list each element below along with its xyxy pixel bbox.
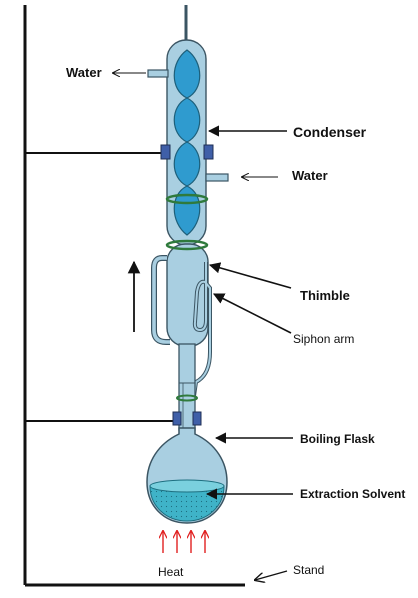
stand [23, 5, 245, 587]
stand-label: Stand [293, 563, 325, 577]
boiling-flask-label: Boiling Flask [300, 432, 375, 446]
condenser-label: Condenser [293, 124, 367, 140]
heat-arrows [163, 531, 205, 553]
label-pointers [113, 73, 293, 580]
condenser [147, 5, 229, 246]
water-inlet-label: Water [292, 168, 328, 183]
extractor-chamber [151, 239, 212, 431]
boiling-flask [146, 427, 228, 524]
heat-label: Heat [158, 565, 184, 579]
siphon-arm-label: Siphon arm [293, 332, 355, 346]
thimble-label: Thimble [300, 288, 350, 303]
water-outlet-label: Water [66, 65, 102, 80]
extraction-solvent-label: Extraction Solvent [300, 487, 406, 501]
